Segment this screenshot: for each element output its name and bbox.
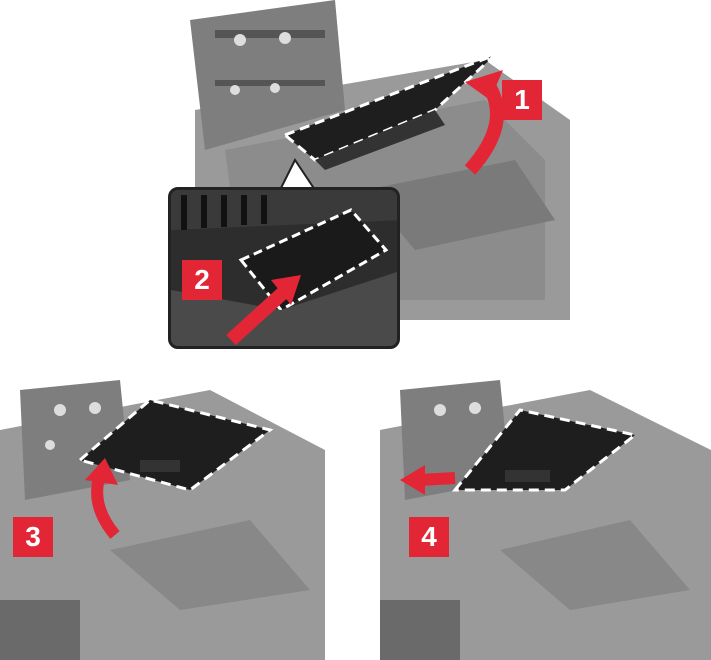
step-3-illustration	[0, 370, 325, 660]
printer-cover-lift-drawing	[0, 370, 325, 660]
step-3-badge: 3	[13, 517, 53, 557]
step-2-badge: 2	[182, 260, 222, 300]
step-4-badge: 4	[409, 517, 449, 557]
printer-cover-remove-drawing	[380, 370, 711, 660]
step-4-illustration	[380, 370, 711, 660]
step-1-badge: 1	[502, 80, 542, 120]
